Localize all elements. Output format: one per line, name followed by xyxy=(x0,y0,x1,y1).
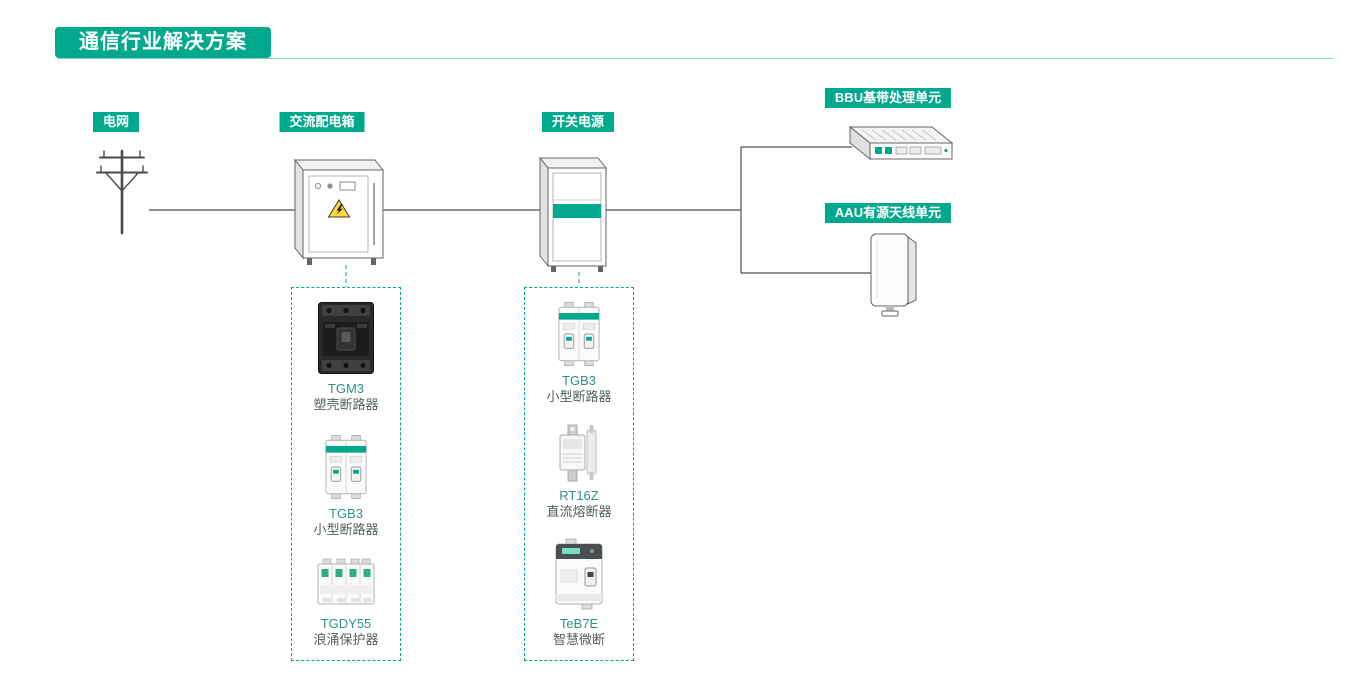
product-item-tgdy55: TGDY55 浪涌保护器 xyxy=(313,558,379,647)
utility-pole-icon xyxy=(96,149,148,235)
product-item-teb7e: TeB7E 智慧微断 xyxy=(553,538,605,647)
product-name: 塑壳断路器 xyxy=(313,397,379,412)
miniature-breaker-icon xyxy=(324,434,368,500)
bbu-device-icon xyxy=(848,125,954,161)
product-model: TeB7E xyxy=(559,616,599,631)
aau-device-icon xyxy=(870,233,917,317)
surge-protector-icon xyxy=(317,558,375,610)
node-label-bbu: BBU基带处理单元 xyxy=(824,88,952,108)
product-name: 智慧微断 xyxy=(552,632,605,647)
node-label-switching-power: 开关电源 xyxy=(541,112,615,132)
product-name: 小型断路器 xyxy=(313,521,379,537)
product-name: 直流熔断器 xyxy=(546,503,612,519)
product-item-rt16z: RT16Z 直流熔断器 xyxy=(546,424,612,519)
molded-case-breaker-icon xyxy=(317,301,375,375)
connection-lines xyxy=(149,146,871,274)
product-model: TGM3 xyxy=(327,381,365,396)
smart-breaker-icon xyxy=(554,538,604,610)
switching-power-cabinet-icon xyxy=(538,156,608,272)
product-name: 小型断路器 xyxy=(546,389,612,404)
product-model: RT16Z xyxy=(559,487,599,503)
dc-fuse-icon xyxy=(556,424,602,482)
product-model: TGB3 xyxy=(562,373,596,388)
node-label-aau: AAU有源天线单元 xyxy=(824,203,952,223)
title-divider xyxy=(57,58,1333,59)
product-model: TGB3 xyxy=(329,505,363,521)
miniature-breaker-icon xyxy=(557,301,601,367)
product-model: TGDY55 xyxy=(320,616,372,631)
product-item-tgb3: TGB3 小型断路器 xyxy=(313,434,379,537)
product-name: 浪涌保护器 xyxy=(313,632,379,647)
dashed-connector-lines xyxy=(345,265,580,287)
ac-distribution-cabinet-icon xyxy=(293,158,385,265)
page-title: 通信行业解决方案 xyxy=(79,31,247,53)
product-item-tgm3: TGM3 塑壳断路器 xyxy=(313,301,379,412)
product-item-tgb3: TGB3 小型断路器 xyxy=(546,301,612,404)
node-label-power-grid: 电网 xyxy=(92,112,140,132)
page-title-banner: 通信行业解决方案 xyxy=(55,27,271,58)
product-group-switching-power: TGB3 小型断路器 RT16Z 直流熔断器 TeB7E 智慧微断 xyxy=(524,287,634,661)
node-label-ac-distribution-box: 交流配电箱 xyxy=(279,112,365,132)
product-group-ac-distribution: TGM3 塑壳断路器 TGB3 小型断路器 TGDY55 浪涌保护器 xyxy=(291,287,401,661)
